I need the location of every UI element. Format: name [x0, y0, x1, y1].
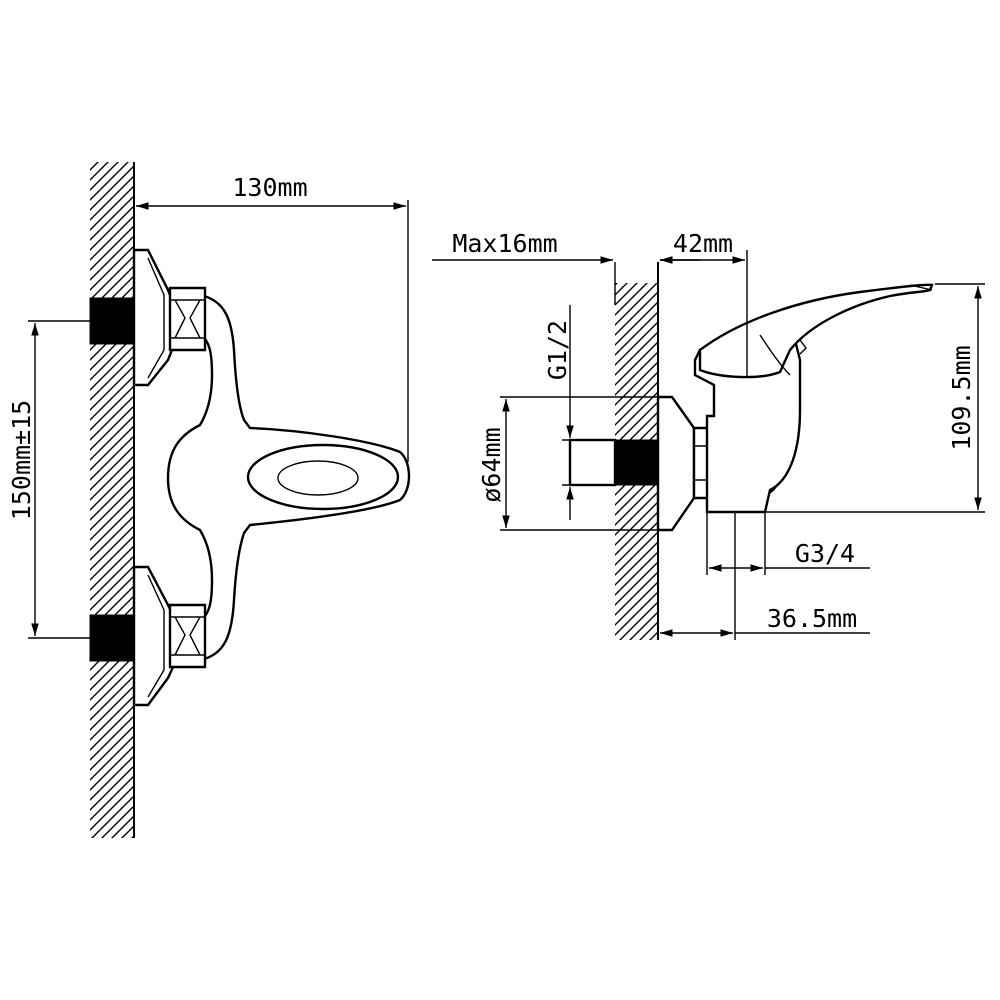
side-pipe: [568, 438, 617, 487]
side-flange: [656, 395, 696, 532]
front-view: 130mm 150mm±15: [7, 162, 411, 838]
height-label: 109.5mm: [947, 345, 976, 450]
side-lever: [698, 283, 934, 379]
upper-inlet-pipe: [89, 297, 135, 345]
front-lever-cap: [277, 460, 359, 496]
lower-inlet-pipe: [89, 614, 135, 662]
center-distance-label: 150mm±15: [7, 400, 36, 520]
width-label: 130mm: [232, 173, 307, 202]
g12-label: G1/2: [543, 320, 572, 380]
side-view: Max16mm 42mm G1/2 ø64mm 109.5mm G3/4 36.…: [432, 229, 985, 640]
g34-label: G3/4: [795, 539, 855, 568]
offset-36-label: 36.5mm: [767, 604, 857, 633]
lower-hex-nut: [168, 603, 207, 669]
front-lever: [246, 443, 400, 511]
side-pipe-in-wall: [614, 439, 659, 486]
upper-hex-nut: [168, 286, 207, 352]
flange-dia-label: ø64mm: [477, 427, 506, 502]
depth-42-label: 42mm: [673, 229, 733, 258]
max-wall-label: Max16mm: [452, 229, 557, 258]
front-wall-hatch: [90, 162, 134, 838]
